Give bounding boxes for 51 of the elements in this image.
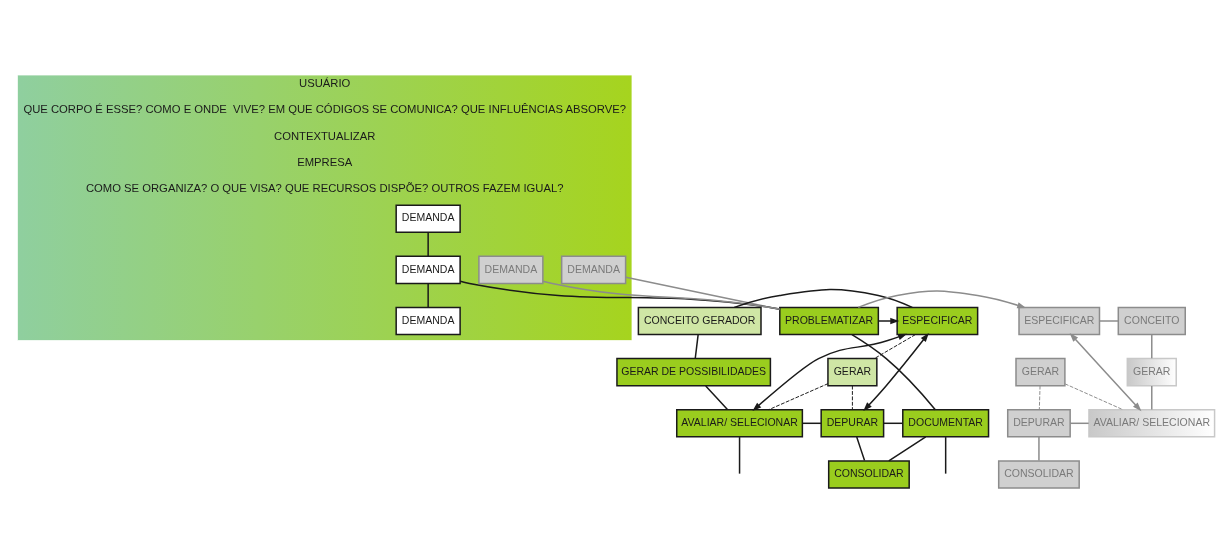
connector (768, 382, 829, 410)
node-box: DEPURAR (820, 408, 885, 438)
arrow (877, 317, 900, 324)
node-box: CONSOLIDAR (827, 459, 910, 489)
node-box: DEMANDA (395, 255, 461, 284)
connector (459, 280, 781, 310)
node-box: CONCEITO GERADOR (637, 306, 762, 335)
connector (851, 384, 853, 410)
connector (888, 435, 927, 462)
node-box: DEMANDA (478, 255, 544, 284)
node-box: GERAR (1126, 357, 1177, 386)
arrow (1069, 332, 1142, 411)
connector (1038, 435, 1040, 461)
arrow (752, 333, 908, 411)
connector (873, 333, 916, 359)
connector (1064, 382, 1124, 410)
node-box: PROBLEMATIZAR (779, 306, 880, 335)
node-box: DEMANDA (395, 203, 461, 233)
node-box: AVALIAR/ SELECIONAR (676, 408, 804, 438)
node-box: DEMANDA (395, 306, 461, 335)
node-box: ESPECIFICAR (896, 306, 979, 335)
connector (427, 282, 429, 308)
connector (427, 231, 429, 257)
node-box: GERAR (1015, 357, 1066, 386)
node-box: GERAR (827, 357, 878, 386)
connector (705, 384, 729, 410)
arrow (863, 332, 929, 411)
connector (1151, 333, 1153, 359)
connector (851, 333, 937, 410)
node-box: DEMANDA (560, 255, 627, 284)
arrow (857, 289, 1027, 308)
node-box: ESPECIFICAR (1018, 306, 1101, 335)
connector (1038, 384, 1041, 410)
connector (801, 422, 822, 424)
connector (694, 333, 699, 359)
connector (1069, 422, 1090, 424)
node-box: DEPURAR (1006, 408, 1071, 438)
connector (1151, 384, 1153, 410)
node-box: AVALIAR/ SELECIONAR (1088, 408, 1216, 438)
connector (1099, 319, 1119, 322)
connector (944, 435, 947, 474)
node-box: CONCEITO (1117, 306, 1186, 335)
connector (883, 422, 904, 424)
connector (733, 288, 914, 308)
connector (738, 435, 741, 474)
connector (856, 435, 866, 461)
node-box: GERAR DE POSSIBILIDADES (616, 357, 772, 386)
connector (542, 279, 781, 310)
node-box: CONSOLIDAR (997, 459, 1080, 489)
connector (625, 276, 781, 310)
node-box: DOCUMENTAR (902, 408, 990, 438)
